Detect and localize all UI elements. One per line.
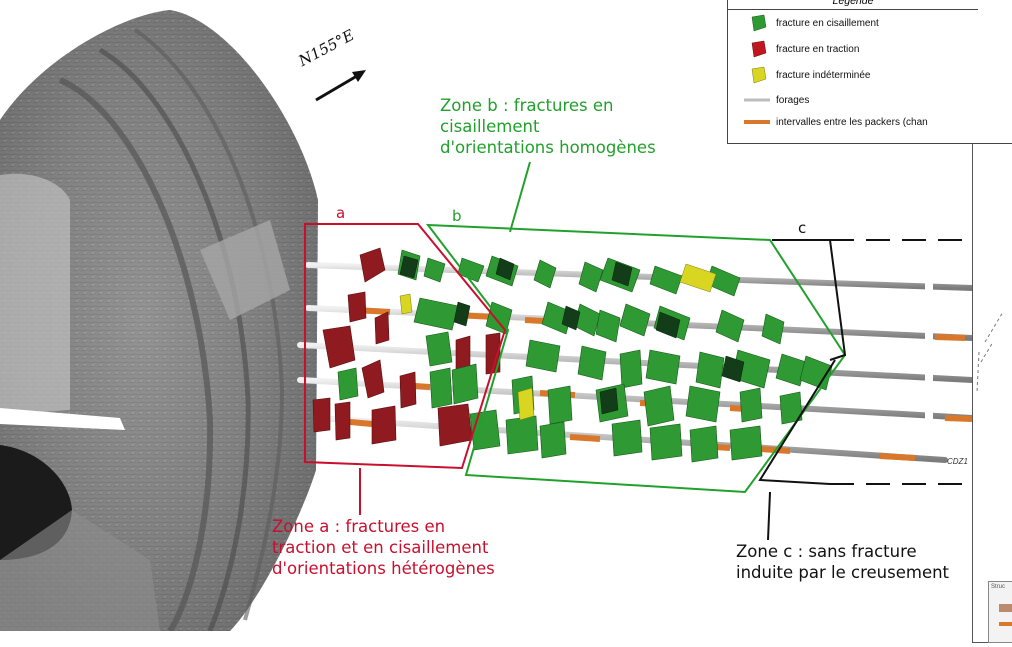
undetermined-fracture-swatch: [742, 65, 776, 85]
zone-b-caption-line: d'orientations homogènes: [440, 137, 656, 158]
legend-label: intervalles entre les packers (chan: [776, 117, 928, 128]
legend-item: fracture en traction: [742, 39, 859, 59]
legend: Légende fracture en cisaillement fractur…: [727, 0, 1012, 144]
borehole-swatch: [742, 90, 776, 110]
zone-c-caption-line: induite par le creusement: [736, 562, 949, 583]
zone-a-caption-line: traction et en cisaillement: [272, 537, 495, 558]
zone-b-leader: [510, 162, 530, 232]
zone-b-letter: b: [452, 207, 462, 225]
legend-label: forages: [776, 95, 809, 106]
traction-fracture-swatch: [742, 39, 776, 59]
packer-interval-swatch: [742, 112, 776, 132]
side-panel-sketch: [973, 102, 1012, 642]
tunnel-model: [0, 10, 318, 631]
legend-label: fracture en cisaillement: [776, 18, 879, 29]
zone-c-caption-line: Zone c : sans fracture: [736, 541, 949, 562]
zone-b-caption: Zone b : fractures en cisaillement d'ori…: [440, 95, 656, 158]
zone-b-caption-line: cisaillement: [440, 116, 656, 137]
borehole-label: CDZ1: [947, 457, 968, 466]
legend-item: forages: [742, 90, 809, 110]
zone-a-caption-line: Zone a : fractures en: [272, 516, 495, 537]
legend-label: fracture indéterminée: [776, 70, 871, 81]
zone-a-caption-line: d'orientations hétérogènes: [272, 558, 495, 579]
side-panel: [972, 101, 1012, 643]
zone-a-caption: Zone a : fractures en traction et en cis…: [272, 516, 495, 579]
legend-label: fracture en traction: [776, 44, 859, 55]
zone-b-caption-line: Zone b : fractures en: [440, 95, 656, 116]
shear-fracture-swatch: [742, 13, 776, 33]
zone-c-caption: Zone c : sans fracture induite par le cr…: [736, 541, 949, 583]
side-panel-legend-title: Struc: [989, 582, 1012, 592]
legend-item: fracture indéterminée: [742, 65, 871, 85]
legend-item: fracture en cisaillement: [742, 13, 879, 33]
side-panel-legend: Struc: [988, 581, 1012, 643]
zone-c-letter: c: [798, 219, 806, 237]
legend-item: intervalles entre les packers (chan: [742, 112, 928, 132]
legend-title: Légende: [728, 0, 978, 10]
zone-a-letter: a: [336, 204, 345, 222]
zone-c-leader: [768, 492, 770, 540]
